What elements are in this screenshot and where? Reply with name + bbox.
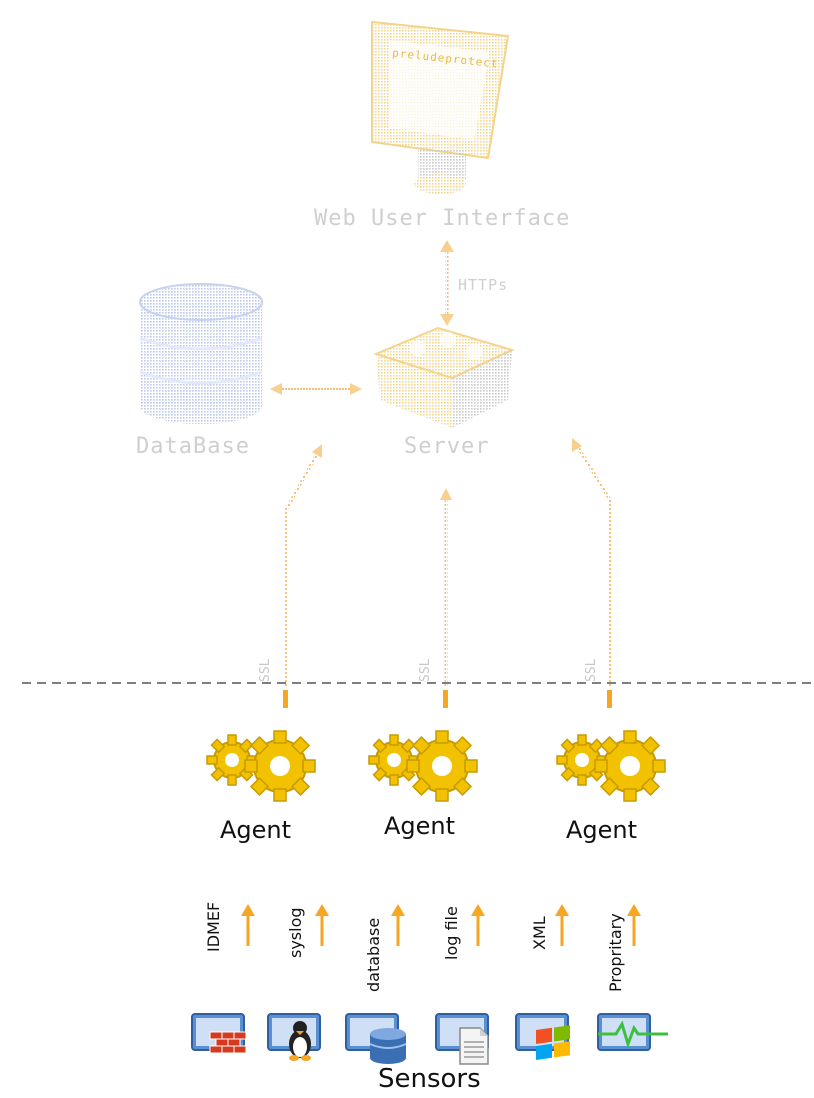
database-server-arrow	[270, 383, 362, 395]
format-label-database: database	[364, 917, 383, 992]
web-user-interface-label: Web User Interface	[314, 206, 571, 231]
file-icon	[435, 1013, 489, 1065]
database-label: DataBase	[136, 434, 250, 459]
sensors-label: Sensors	[378, 1064, 481, 1094]
linux-icon	[267, 1013, 321, 1061]
network-monitor-icon	[597, 1013, 668, 1051]
format-arrow-idmef	[241, 904, 255, 946]
format-arrows	[241, 904, 641, 946]
firewall-icon	[191, 1013, 247, 1054]
database-cylinder-icon	[139, 283, 263, 424]
https-label: HTTPs	[458, 276, 509, 294]
agent-label-3: Agent	[566, 816, 638, 844]
ssl-label-left: SSL	[258, 658, 273, 682]
https-arrow	[440, 240, 454, 326]
format-label-propritary: Propritary	[606, 913, 625, 992]
agent-label-2: Agent	[384, 812, 456, 840]
format-label-idmef: IDMEF	[204, 901, 223, 952]
gear-pair-icon	[206, 730, 316, 802]
format-arrow-logfile	[471, 904, 485, 946]
format-label-log-file: log file	[442, 906, 461, 960]
windows-icon	[515, 1013, 570, 1060]
server-label: Server	[404, 434, 490, 459]
agent-label-1: Agent	[220, 816, 292, 844]
ssl-arrow-right	[572, 438, 612, 708]
format-arrow-xml	[555, 904, 569, 946]
server-icon	[373, 326, 515, 428]
format-label-syslog: syslog	[286, 907, 305, 958]
gear-pair-icon	[556, 730, 666, 802]
ssl-label-right: SSL	[584, 658, 599, 682]
ssl-label-center: SSL	[418, 658, 433, 682]
format-arrow-syslog	[315, 904, 329, 946]
format-arrow-propritary	[627, 904, 641, 946]
ssl-arrow-left	[283, 444, 322, 708]
ssl-arrow-center	[440, 488, 452, 708]
format-arrow-database	[391, 904, 405, 946]
gear-pair-icon	[368, 730, 478, 802]
database-icon	[345, 1013, 407, 1064]
monitor-icon	[371, 20, 510, 194]
format-label-xml: XML	[530, 916, 549, 950]
